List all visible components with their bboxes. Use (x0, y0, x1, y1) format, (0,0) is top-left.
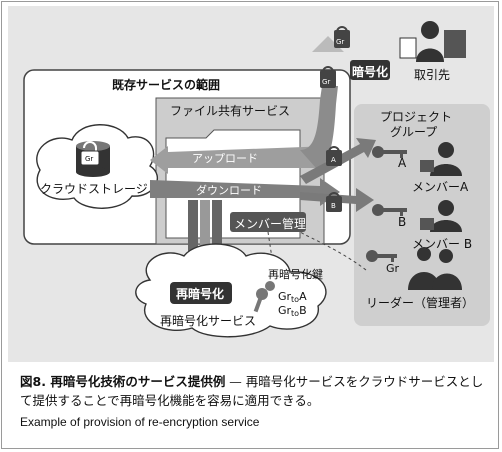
svg-text:Gr: Gr (85, 155, 93, 163)
project-group-label-2: グループ (390, 125, 438, 139)
lock-a-icon: A (326, 146, 342, 166)
member-a-figure (420, 142, 462, 176)
business-partner-label: 取引先 (414, 68, 451, 82)
svg-text:A: A (331, 156, 336, 164)
figure-caption-jp: 図8. 再暗号化技術のサービス提供例 — 再暗号化サービスをクラウドサービスとし… (20, 372, 490, 410)
project-group-panel (354, 104, 490, 326)
key-b-label: B (398, 215, 407, 229)
down-bar-1 (188, 200, 198, 264)
member-b-figure (420, 200, 462, 232)
svg-text:Gr: Gr (336, 38, 344, 46)
figure-caption-en: Example of provision of re-encryption se… (20, 415, 260, 429)
project-group-label-1: プロジェクト (380, 110, 453, 124)
member-b-label: メンバー B (412, 237, 473, 251)
business-partner-figure (399, 21, 466, 62)
member-management-box (230, 212, 306, 232)
key-gr-label: Gr (386, 262, 400, 275)
svg-text:B: B (331, 202, 336, 210)
key-a-label: A (398, 156, 407, 170)
upload-curve (300, 86, 338, 168)
figure-title: 再暗号化技術のサービス提供例 (50, 374, 226, 389)
reencrypt-badge-label: 再暗号化 (176, 287, 225, 301)
leader-label: リーダー（管理者） (366, 296, 475, 310)
existing-service-label: 既存サービスの範囲 (112, 78, 221, 92)
member-management-label: メンバー管理 (234, 217, 307, 231)
key-b-icon (372, 204, 407, 216)
down-bar-3 (212, 200, 222, 264)
figure-number: 図8. (20, 374, 46, 389)
reencrypt-badge (170, 282, 232, 304)
key-gr-icon (366, 250, 397, 262)
leader-figure (408, 247, 462, 290)
file-sharing-label: ファイル共有サービス (170, 104, 291, 118)
leader-dashed-line (299, 231, 367, 271)
storage-lock-icon: Gr (80, 141, 100, 166)
key-a-icon (372, 146, 407, 158)
reencrypt-key-label: 再暗号化鍵 (268, 268, 323, 281)
download-label: ダウンロード (196, 184, 262, 197)
svg-text:Gr: Gr (322, 78, 330, 86)
upload-label: アップロード (192, 152, 258, 165)
figure-description: — 再暗号化サービスをクラウドサービスとして提供することで再暗号化機能を容易に適… (20, 374, 484, 408)
cloud-storage-label: クラウドストレージ (40, 182, 148, 196)
reencrypt-key-a: GrtoA (278, 290, 307, 304)
reencrypt-key-b: GrtoB (278, 304, 307, 318)
down-bar-2 (200, 200, 210, 264)
download-arrow (150, 178, 340, 206)
lock-b-icon: B (326, 192, 342, 212)
top-lock-group: Gr Gr (312, 26, 350, 88)
encrypt-label: 暗号化 (352, 65, 389, 79)
encrypt-badge (350, 60, 390, 80)
member-a-label: メンバーA (412, 180, 469, 194)
upload-arrow (150, 146, 330, 174)
reencrypt-service-label: 再暗号化サービス (160, 314, 257, 328)
mgmt-dashed-line (267, 231, 273, 259)
reencrypt-key-icon (253, 281, 275, 313)
